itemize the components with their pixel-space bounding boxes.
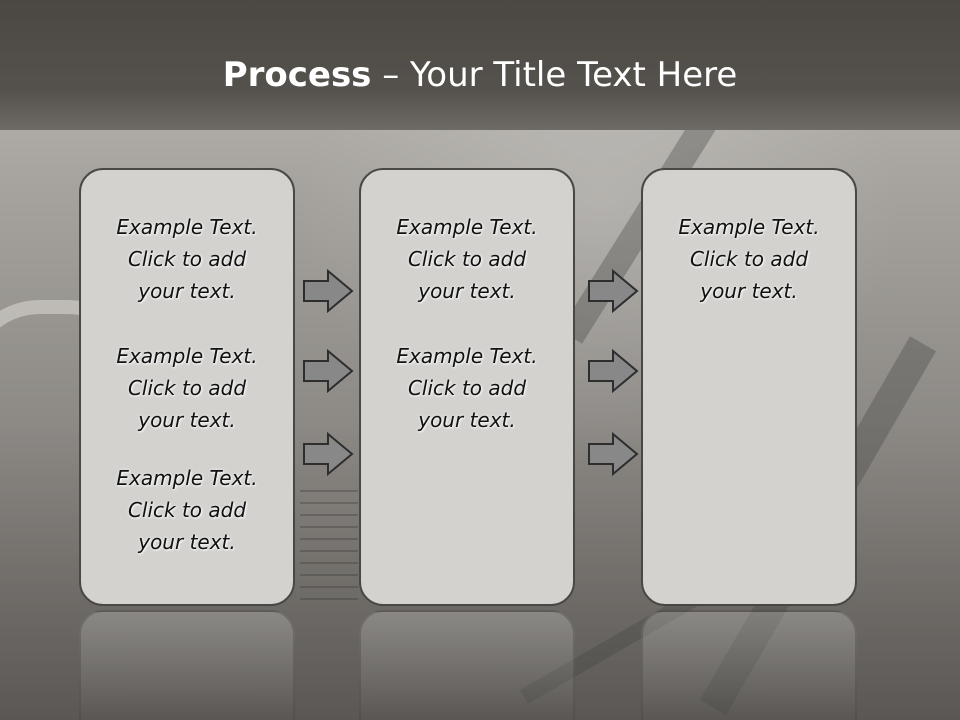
right-arrow-icon xyxy=(303,349,354,393)
right-arrow-icon xyxy=(588,269,639,313)
text-line: Click to add xyxy=(127,498,247,522)
text-line: Example Text. xyxy=(678,215,820,239)
text-line: Example Text. xyxy=(116,215,258,239)
text-line: Example Text. xyxy=(116,344,258,368)
text-block[interactable]: Example Text. Click to add your text. xyxy=(79,462,295,558)
text-line: Click to add xyxy=(407,376,527,400)
text-block[interactable]: Example Text. Click to add your text. xyxy=(359,340,575,436)
text-line: Click to add xyxy=(689,247,809,271)
text-line: Example Text. xyxy=(116,466,258,490)
box-reflection xyxy=(641,610,857,720)
slide-title[interactable]: Process – Your Title Text Here xyxy=(0,52,960,98)
text-block[interactable]: Example Text. Click to add your text. xyxy=(359,211,575,307)
text-line: your text. xyxy=(138,408,236,432)
title-rest: – Your Title Text Here xyxy=(371,55,738,95)
text-line: your text. xyxy=(138,279,236,303)
text-block[interactable]: Example Text. Click to add your text. xyxy=(79,211,295,307)
right-arrow-icon xyxy=(588,432,639,476)
text-line: your text. xyxy=(418,408,516,432)
text-line: Click to add xyxy=(127,376,247,400)
text-line: Example Text. xyxy=(396,215,538,239)
process-box-3[interactable] xyxy=(641,168,857,606)
text-line: your text. xyxy=(418,279,516,303)
text-block[interactable]: Example Text. Click to add your text. xyxy=(641,211,857,307)
process-box-2[interactable] xyxy=(359,168,575,606)
text-block[interactable]: Example Text. Click to add your text. xyxy=(79,340,295,436)
background-tiles xyxy=(300,490,358,600)
title-bold: Process xyxy=(222,55,372,95)
text-line: Click to add xyxy=(127,247,247,271)
right-arrow-icon xyxy=(303,269,354,313)
text-line: Example Text. xyxy=(396,344,538,368)
process-box-1[interactable] xyxy=(79,168,295,606)
box-reflection xyxy=(359,610,575,720)
text-line: your text. xyxy=(700,279,798,303)
text-line: your text. xyxy=(138,530,236,554)
title-band xyxy=(0,0,960,130)
right-arrow-icon xyxy=(303,432,354,476)
text-line: Click to add xyxy=(407,247,527,271)
right-arrow-icon xyxy=(588,349,639,393)
box-reflection xyxy=(79,610,295,720)
